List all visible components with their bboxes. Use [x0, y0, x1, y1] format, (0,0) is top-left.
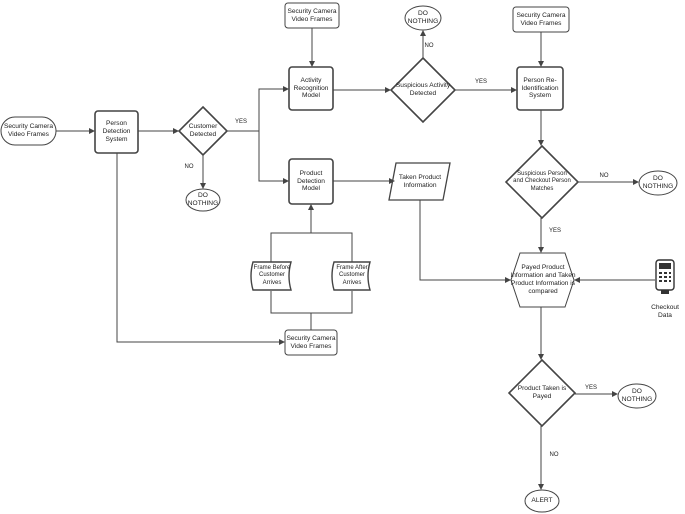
source-bottom-mid-label: Security Camera Video Frames: [286, 334, 336, 350]
person-detection-label: Person Detection System: [102, 120, 131, 143]
activity-recognition-label: Activity Recognition Model: [293, 76, 329, 100]
frame-after-label: Frame After Customer Arrives: [336, 265, 368, 286]
checkout-data-label: Checkout Data: [651, 304, 679, 319]
suspicious-person-label: Suspicious Person and Checkout Person Ma…: [513, 171, 571, 192]
edge-label-no-payed: NO: [549, 452, 559, 459]
suspicious-person-shape: [504, 144, 580, 220]
taken-product-label: Taken Product Information: [398, 173, 442, 189]
do-nothing-4-shape: [617, 383, 657, 409]
person-reid-label: Person Re- Identification System: [521, 76, 559, 100]
customer-detected-label: Customer Detected: [188, 123, 218, 138]
edge-taken-to-compare: [419, 200, 511, 283]
source-left-label: Security Camera Video Frames: [3, 123, 54, 138]
card-terminal-icon: [655, 259, 675, 294]
do-nothing-1-label: DO NOTHING: [187, 192, 219, 207]
compare-shape: [510, 252, 575, 308]
suspicious-activity-label: Suspicious Activity Detected: [395, 82, 451, 97]
edge-label-yes-payed: YES: [584, 385, 597, 392]
edge-label-no-customer: NO: [184, 164, 194, 171]
edge-customer-to-product: [258, 131, 289, 184]
source-top-right-label: Security Camera Video Frames: [516, 11, 566, 27]
edge-label-yes-customer: YES: [234, 119, 247, 126]
person-reid-shape: [516, 66, 564, 111]
taken-product-shape: [388, 162, 451, 201]
edge-customer-to-activity: [227, 86, 289, 132]
alert-label: ALERT: [531, 497, 553, 505]
edge-person-to-bottom-source: [116, 153, 285, 345]
compare-label: Payed Product Information and Taken Prod…: [510, 264, 576, 295]
frame-before-shape: [250, 261, 292, 291]
edge-bottom-to-frames: [270, 291, 312, 330]
do-nothing-4-label: DO NOTHING: [621, 388, 653, 403]
frame-after-shape: [331, 261, 371, 291]
source-top-mid-label: Security Camera Video Frames: [287, 7, 337, 23]
do-nothing-2-label: DO NOTHING: [407, 10, 439, 25]
edge-label-no-activity: NO: [424, 43, 434, 50]
edge-frames-to-product: [270, 232, 353, 262]
do-nothing-3-label: DO NOTHING: [642, 175, 674, 190]
edge-label-no-person: NO: [599, 173, 609, 180]
do-nothing-1-shape: [185, 188, 221, 212]
frame-before-label: Frame Before Customer Arrives: [253, 265, 291, 286]
suspicious-activity-shape: [389, 56, 457, 124]
alert-shape: [524, 489, 560, 513]
do-nothing-3-shape: [638, 170, 678, 196]
edge-label-yes-activity: YES: [474, 79, 487, 86]
product-detection-label: Product Detection Model: [297, 169, 325, 193]
edge-bottom-to-frame-after: [311, 291, 353, 314]
product-payed-shape: [507, 358, 577, 428]
activity-recognition-shape: [288, 66, 334, 111]
product-payed-label: Product Taken is Payed: [517, 385, 567, 400]
edge-label-yes-person: YES: [548, 228, 561, 235]
